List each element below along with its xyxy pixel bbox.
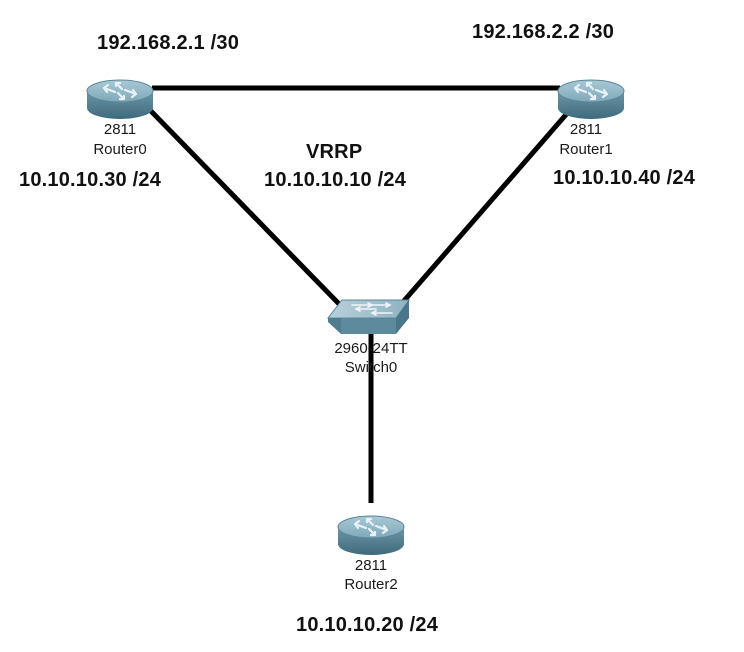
router2-icon[interactable] bbox=[337, 515, 405, 555]
router2-name-label: Router2 bbox=[344, 576, 398, 593]
vrrp-protocol-label: VRRP bbox=[306, 141, 363, 163]
router2-lan-ip-label: 10.10.10.20 /24 bbox=[296, 614, 439, 636]
router2-model-label: 2811 bbox=[354, 557, 388, 574]
router0-name-label: Router0 bbox=[93, 141, 147, 158]
router1-icon[interactable] bbox=[557, 79, 625, 119]
router0-icon[interactable] bbox=[86, 79, 154, 119]
switch0-icon[interactable] bbox=[326, 299, 410, 334]
router1-wan-ip-label: 192.168.2.2 /30 bbox=[472, 21, 615, 43]
router1-model-label: 2811 bbox=[569, 121, 603, 138]
link-router0-switch0 bbox=[146, 106, 345, 310]
router0-lan-ip-label: 10.10.10.30 /24 bbox=[19, 169, 162, 191]
router1-name-label: Router1 bbox=[559, 141, 613, 158]
switch0-name-label: Switch0 bbox=[344, 359, 398, 376]
router1-lan-ip-label: 10.10.10.40 /24 bbox=[553, 167, 696, 189]
links bbox=[146, 85, 572, 503]
router0-model-label: 2811 bbox=[103, 121, 137, 138]
link-router1-switch0 bbox=[394, 108, 572, 312]
router0-wan-ip-label: 192.168.2.1 /30 bbox=[97, 32, 240, 54]
vrrp-virtual-ip-label: 10.10.10.10 /24 bbox=[264, 169, 407, 191]
switch0-model-label: 2960-24TT bbox=[334, 340, 408, 357]
